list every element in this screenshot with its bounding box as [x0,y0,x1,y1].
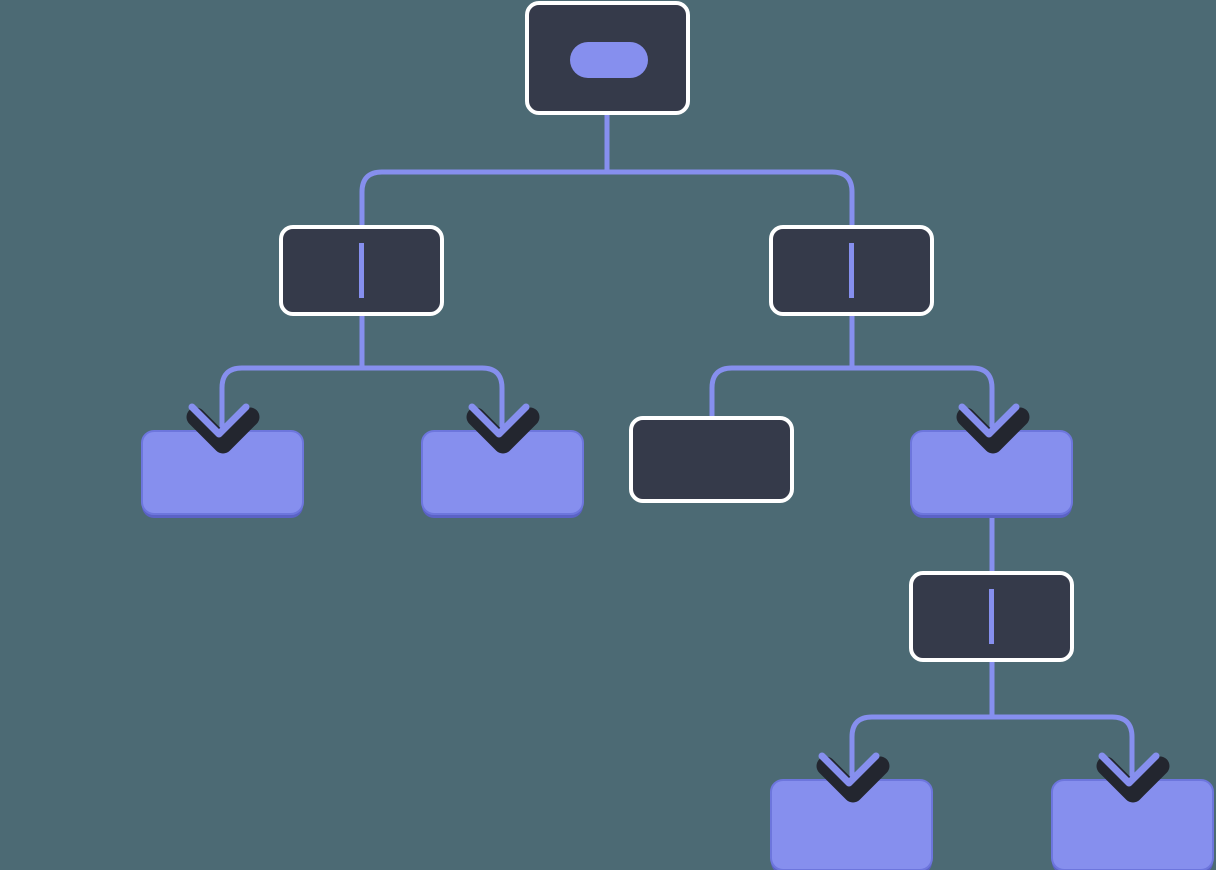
arrowheads-layer [186,403,1170,803]
arrow-dark-arrow-leaf-3 [956,407,1030,454]
arrow-light-arrow-leaf-4 [818,752,880,787]
arrow-dark-arrow-leaf-1 [186,407,260,454]
connector-edge-sub-branch-leaf-5 [992,714,1135,785]
arrow-dark-arrow-leaf-4 [816,756,890,803]
cursor-ornament-right-branch [849,243,854,298]
arrowhead-arrow-leaf-5 [1096,752,1170,803]
nodes-layer [141,1,1214,870]
connector-edge-root-right-branch [607,169,855,314]
arrow-light-arrow-leaf-1 [188,403,250,438]
node-leaf-5[interactable] [1051,779,1214,870]
arrow-light-arrow-leaf-5 [1098,752,1160,787]
node-left-branch[interactable] [279,225,444,316]
arrowhead-arrow-leaf-4 [816,752,890,803]
arrow-dark-arrow-leaf-5 [1096,756,1170,803]
node-root[interactable] [525,1,690,115]
cursor-ornament-sub-branch [989,589,994,644]
node-leaf-1[interactable] [141,430,304,518]
arrow-light-arrow-leaf-3 [958,403,1020,438]
cursor-ornament-left-branch [359,243,364,298]
connector-edge-left-branch-leaf-1 [219,365,362,436]
connector-edge-sub-branch-leaf-4 [849,714,992,785]
node-sub-branch[interactable] [909,571,1074,662]
arrow-dark-arrow-leaf-2 [466,407,540,454]
node-body-dark-leaf[interactable] [629,416,794,503]
arrow-light-arrow-leaf-2 [468,403,530,438]
pill-ornament-root [570,42,648,78]
node-leaf-3[interactable] [910,430,1073,518]
node-dark-leaf[interactable] [629,416,794,503]
connector-edge-left-branch-leaf-2 [362,365,505,436]
connector-edge-right-branch-dark-leaf [709,365,852,422]
connector-edge-right-branch-leaf-3 [852,365,995,436]
node-right-branch[interactable] [769,225,934,316]
connector-edge-root-left-branch [359,169,607,314]
node-leaf-2[interactable] [421,430,584,518]
arrowhead-arrow-leaf-1 [186,403,260,454]
arrowhead-arrow-leaf-3 [956,403,1030,454]
node-leaf-4[interactable] [770,779,933,870]
arrowhead-arrow-leaf-2 [466,403,540,454]
